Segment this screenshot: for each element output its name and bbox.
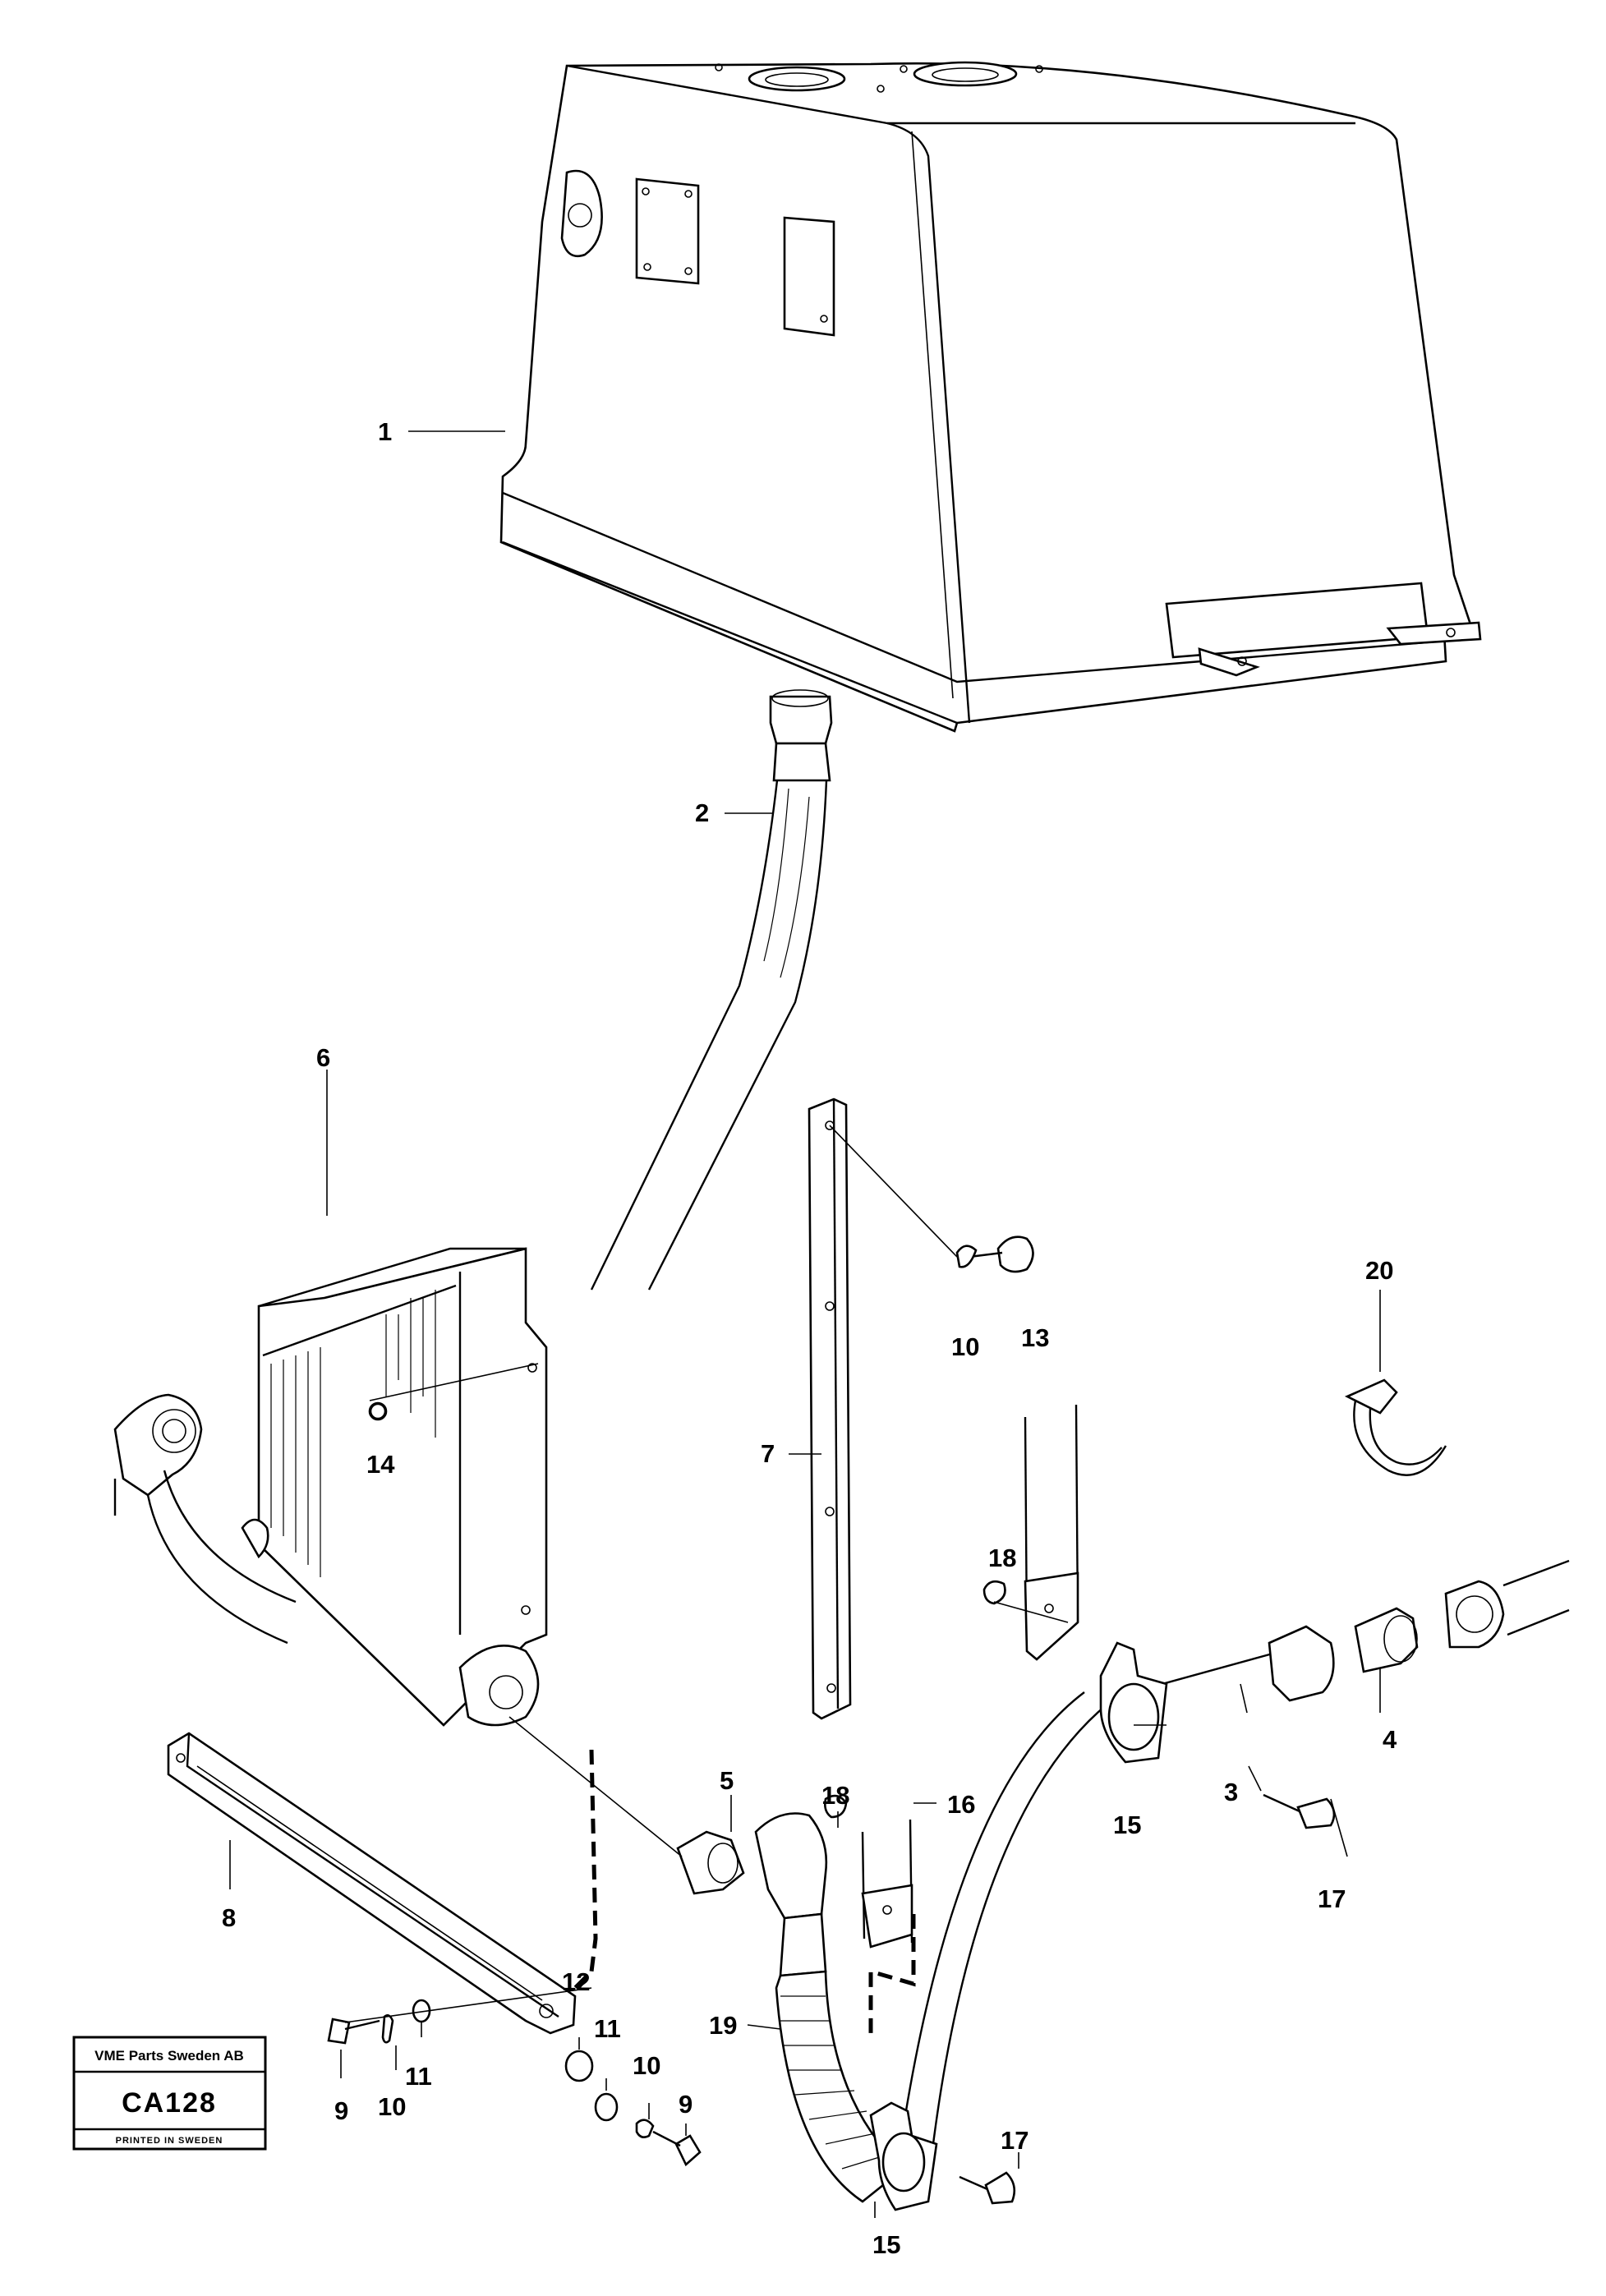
callout-15-right: 15 <box>1113 1811 1141 1839</box>
callout-20: 20 <box>1365 1256 1393 1285</box>
callout-16: 16 <box>947 1790 975 1819</box>
callout-10-left: 10 <box>378 2092 406 2121</box>
callouts: 1 2 3 4 5 6 7 8 9 9 10 10 10 11 11 12 13… <box>222 417 1397 2259</box>
clip-20 <box>1344 1378 1447 1476</box>
callout-4: 4 <box>1383 1725 1397 1754</box>
callout-17-right: 17 <box>1318 1884 1346 1913</box>
callout-8: 8 <box>222 1903 236 1932</box>
callout-18-top: 18 <box>988 1544 1016 1572</box>
fasteners <box>327 1235 1336 2205</box>
callout-9-right: 9 <box>679 2090 693 2119</box>
callout-6: 6 <box>316 1043 330 1072</box>
callout-1: 1 <box>378 417 392 446</box>
callout-9-left: 9 <box>334 2096 348 2125</box>
elbow-hose-left <box>113 1393 297 1645</box>
callout-17-bottom: 17 <box>1001 2126 1028 2155</box>
callout-13: 13 <box>1021 1323 1049 1352</box>
callout-10-top: 10 <box>951 1332 979 1361</box>
callout-5: 5 <box>720 1766 734 1795</box>
callout-11-right: 11 <box>594 2014 621 2043</box>
title-stamp: VME Parts Sweden AB CA128 PRINTED IN SWE… <box>72 2036 267 2151</box>
callout-19: 19 <box>709 2011 737 2040</box>
bracket-16 <box>861 1404 1079 2037</box>
callout-12: 12 <box>562 1967 590 1996</box>
tank <box>499 61 1482 733</box>
callout-10-right: 10 <box>633 2051 660 2080</box>
hose-19 <box>676 1812 938 2211</box>
hose-3 <box>898 1559 1570 2186</box>
bracket-8 <box>167 1732 598 2035</box>
callout-7: 7 <box>761 1439 775 1468</box>
callout-15-bottom: 15 <box>872 2230 900 2259</box>
bracket-7 <box>808 1097 852 1720</box>
callout-18-mid: 18 <box>821 1781 849 1810</box>
callout-3: 3 <box>1224 1778 1238 1806</box>
oil-cooler <box>241 1247 548 1727</box>
leader-lines <box>229 430 1381 2218</box>
callout-2: 2 <box>695 798 709 827</box>
callout-14: 14 <box>366 1450 395 1479</box>
stamp-code: CA128 <box>122 2087 217 2119</box>
stamp-footer: PRINTED IN SWEDEN <box>116 2136 223 2146</box>
callout-11-left: 11 <box>405 2062 432 2091</box>
stamp-company: VME Parts Sweden AB <box>94 2048 244 2064</box>
hose-2 <box>590 689 833 1291</box>
